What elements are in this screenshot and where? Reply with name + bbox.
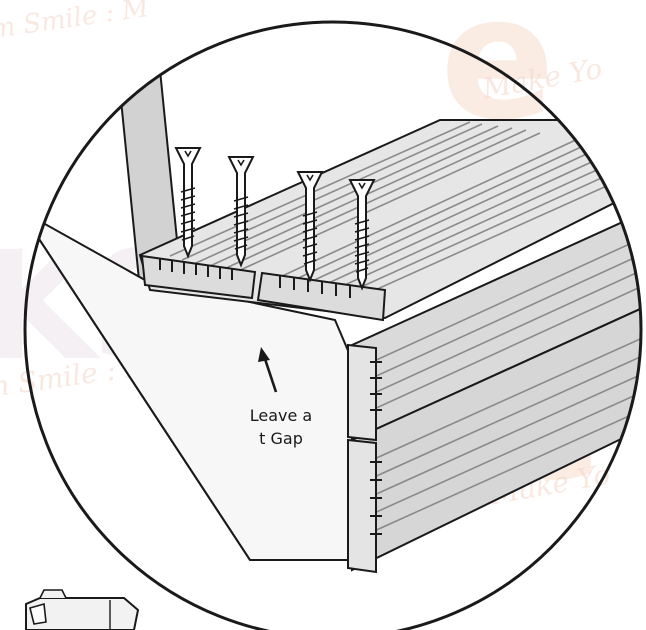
- board-end-right: [256, 271, 387, 322]
- magnifier-circle: [23, 20, 643, 630]
- countersunk-wood-screw-icon: [174, 147, 202, 259]
- countersunk-wood-screw-icon: [227, 156, 255, 268]
- fascia-end-upper: [347, 343, 377, 442]
- fascia-end-lower: [347, 438, 377, 574]
- magnified-detail: [25, 48, 641, 574]
- board-end-left: [140, 254, 257, 300]
- nail-gun-icon: [25, 589, 140, 630]
- countersunk-wood-screw-icon: [296, 171, 324, 283]
- fascia-grooves: [371, 229, 641, 533]
- countersunk-wood-screw-icon: [348, 179, 376, 291]
- fascia-end-slots: [370, 361, 382, 535]
- gap-annotation: Leave a t Gap: [236, 404, 326, 450]
- board-end-slots: [159, 258, 351, 298]
- up-arrow-icon: [258, 347, 278, 393]
- annotation-line-1: Leave a: [249, 406, 313, 425]
- joist-edge: [25, 209, 251, 561]
- annotation-line-2: t Gap: [259, 429, 303, 448]
- deck-top-surface: [138, 119, 641, 320]
